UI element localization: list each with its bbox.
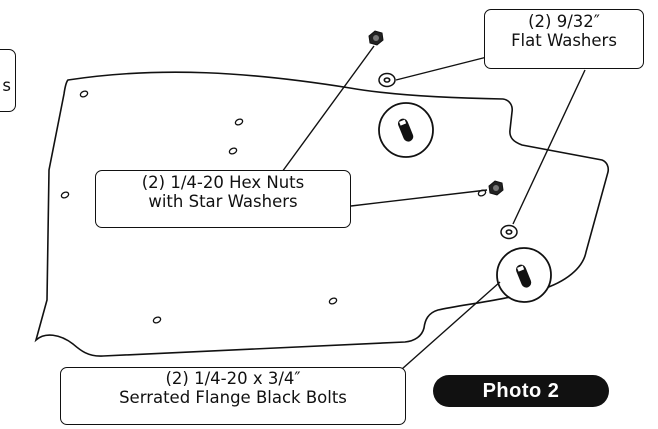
callout-nuts-line2: with Star Washers xyxy=(148,192,298,211)
callout-flange-bolts: (2) 1/4-20 x 3/4″ Serrated Flange Black … xyxy=(60,367,406,425)
photo-label-badge: Photo 2 xyxy=(433,375,609,407)
leader-lines xyxy=(281,45,586,370)
callout-flat-washers: (2) 9/32″ Flat Washers xyxy=(484,9,644,69)
mounting-hole xyxy=(328,297,338,305)
hex-nut xyxy=(488,180,504,196)
bolt-detail-lower xyxy=(496,247,552,303)
leader-nut-upper xyxy=(281,45,375,173)
leader-washer-lower xyxy=(512,69,586,225)
leader-nut-lower xyxy=(350,189,488,207)
hex-nut xyxy=(368,30,384,46)
mounting-hole xyxy=(228,147,238,155)
leader-washer-upper xyxy=(395,56,488,81)
bolt-detail-upper xyxy=(378,102,434,158)
leader-bolts xyxy=(401,281,501,370)
callout-hex-nuts: (2) 1/4-20 Hex Nuts with Star Washers xyxy=(95,170,351,228)
mounting-hole xyxy=(79,90,89,98)
flat-washer xyxy=(378,72,396,88)
mounting-plate xyxy=(34,71,610,357)
callout-bolts-line1: (2) 1/4-20 x 3/4″ xyxy=(165,369,301,388)
mounting-hole xyxy=(152,316,162,324)
partial-callout-left: s xyxy=(0,49,16,112)
callout-bolts-line2: Serrated Flange Black Bolts xyxy=(119,388,347,407)
callout-washers-line2: Flat Washers xyxy=(511,31,617,50)
callout-washers-line1: (2) 9/32″ xyxy=(528,12,600,31)
flat-washer xyxy=(500,224,518,240)
callout-nuts-line1: (2) 1/4-20 Hex Nuts xyxy=(141,173,305,192)
partial-callout-text: s xyxy=(2,76,11,95)
mounting-hole xyxy=(60,191,70,199)
mounting-hole xyxy=(234,118,244,126)
